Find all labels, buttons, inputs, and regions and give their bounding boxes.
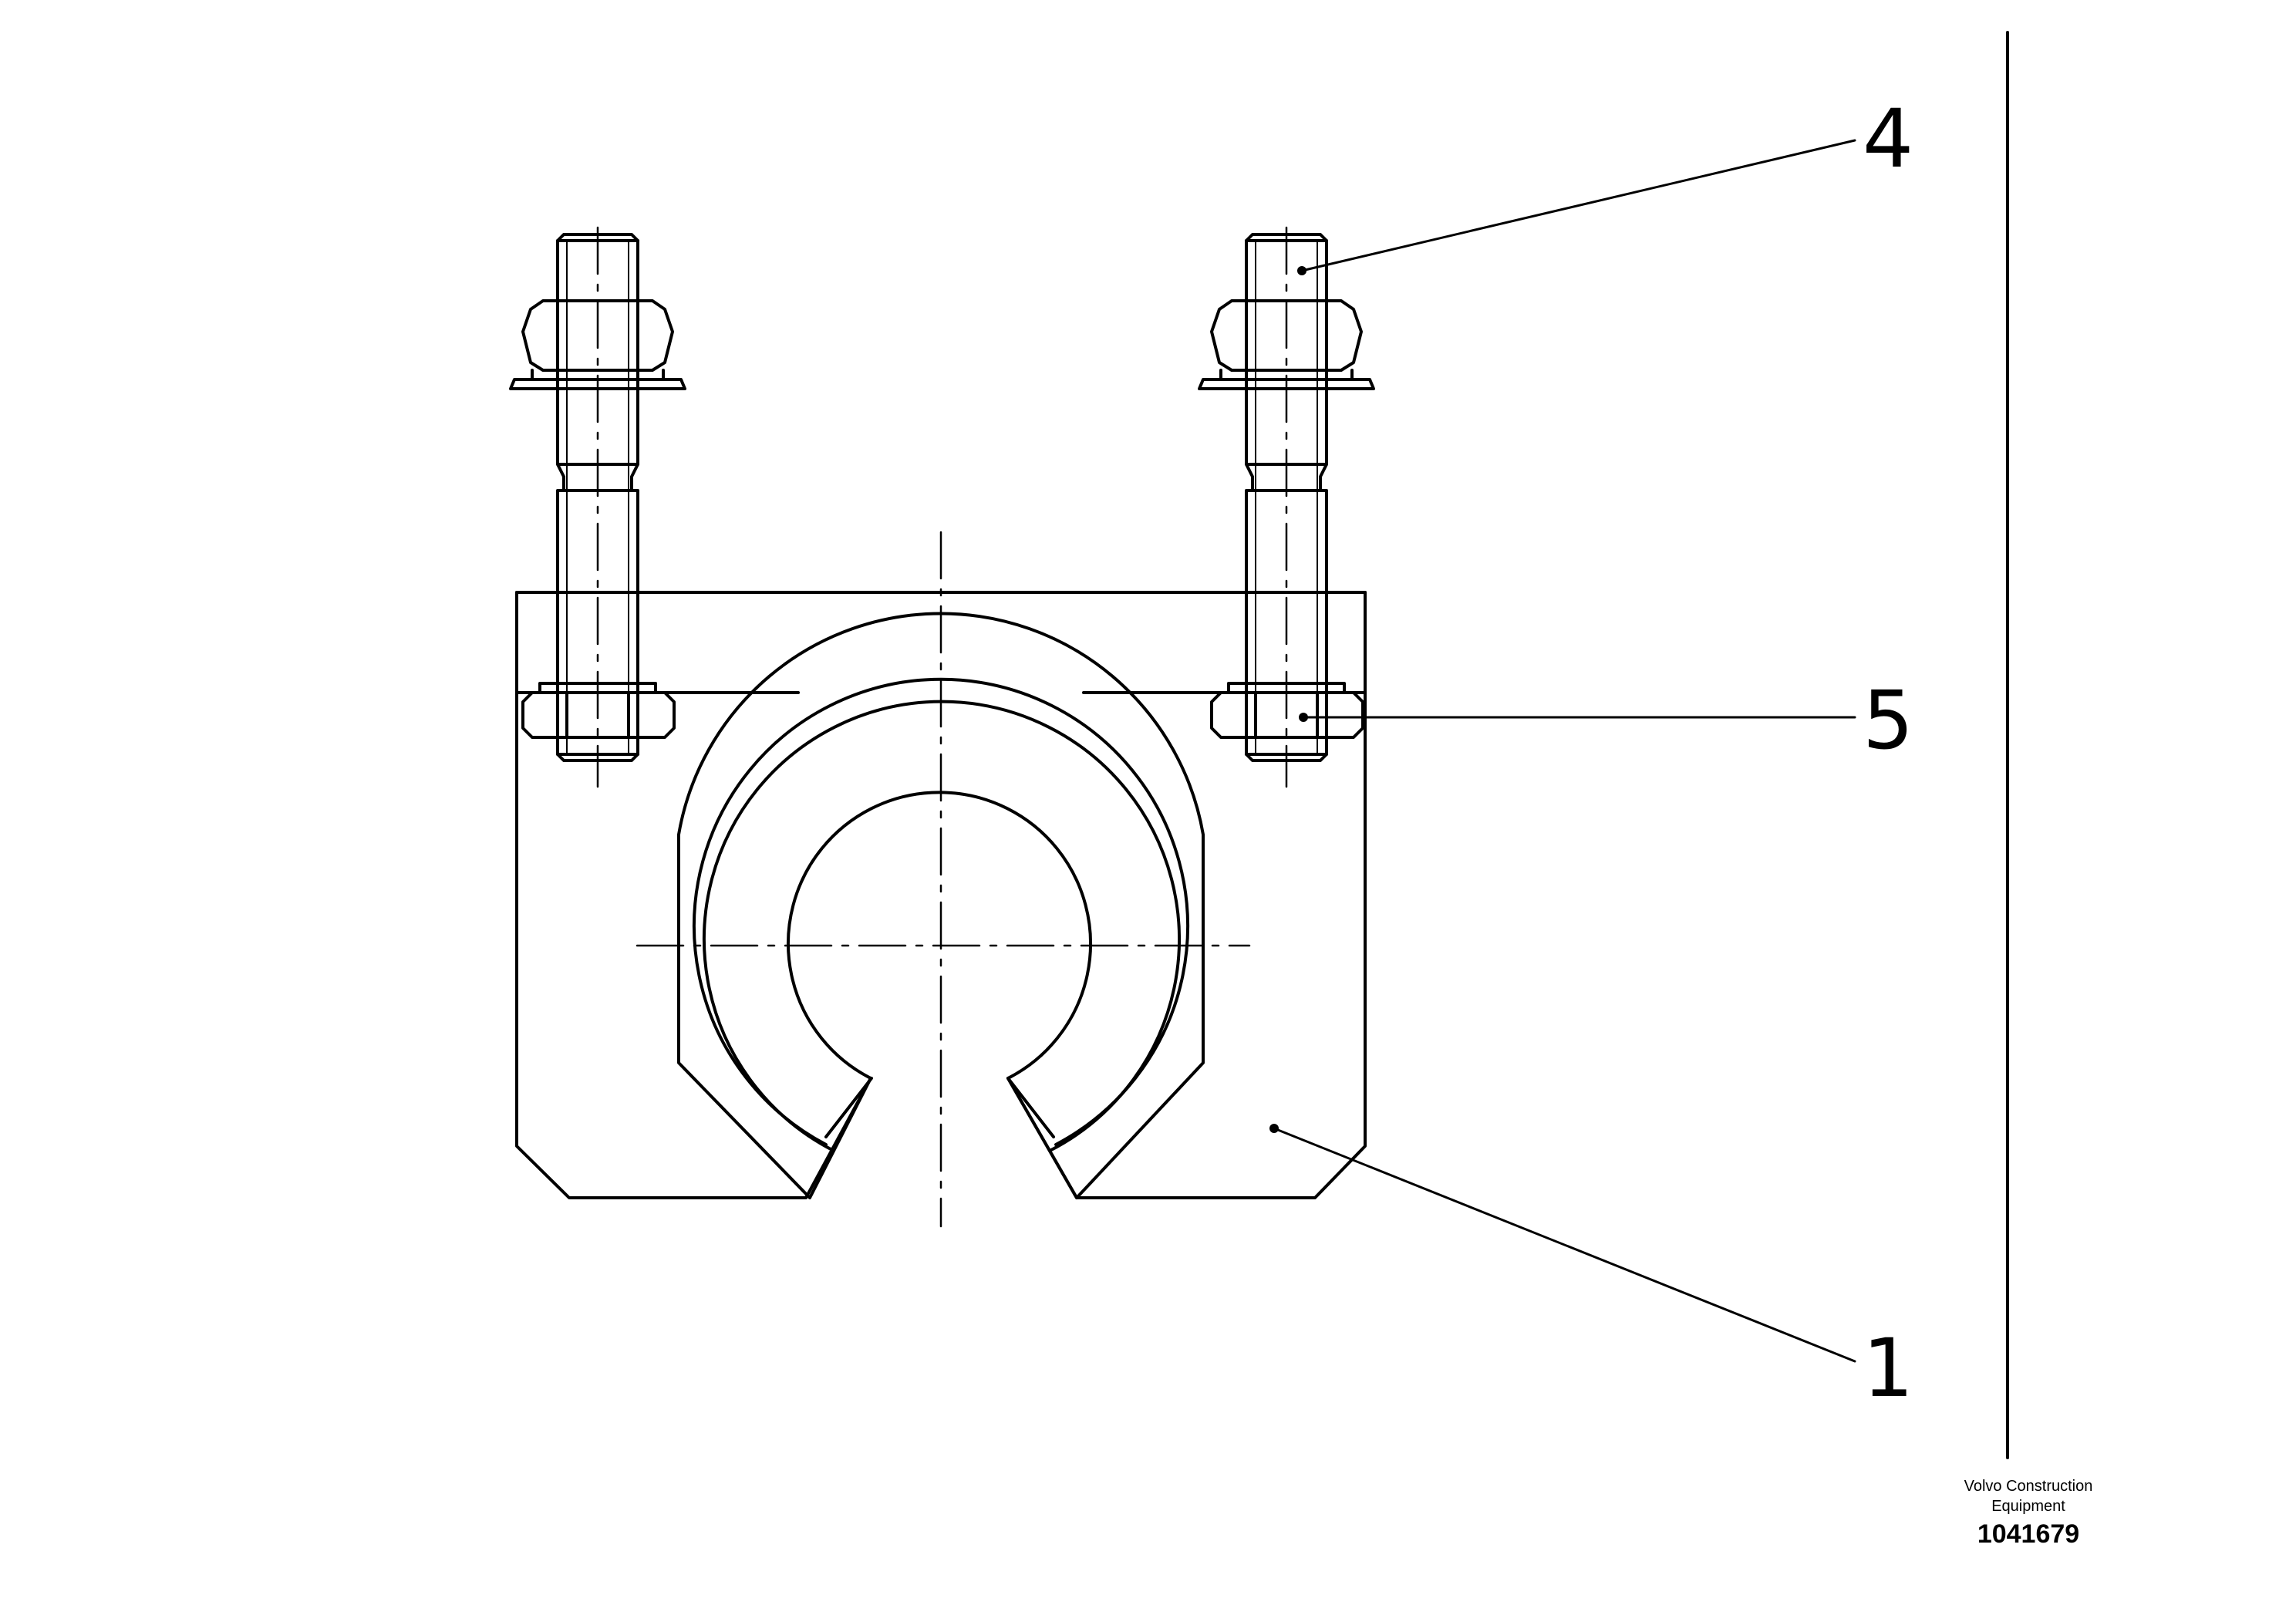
callout-1-label: 1: [1863, 1321, 1913, 1415]
center-lines: [596, 226, 1288, 1228]
leader-dots: [1269, 266, 1308, 1133]
company-name-line-2: Equipment: [1991, 1498, 2065, 1515]
bolt-assembly-right: [1198, 233, 1375, 762]
company-name-line-1: Volvo Construction: [1964, 1478, 2093, 1495]
drawing-number: 1041679: [1977, 1519, 2080, 1549]
leader-lines: [1273, 139, 1856, 1363]
callout-4-label: 4: [1863, 92, 1913, 186]
bolt-assembly-left: [509, 233, 686, 762]
callout-5-label: 5: [1863, 673, 1913, 767]
